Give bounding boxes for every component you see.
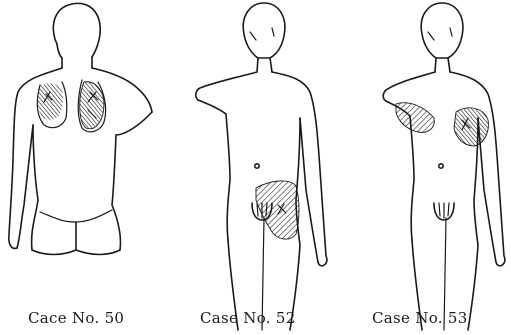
body-back-view — [9, 3, 152, 254]
body-front-view-case-53 — [383, 3, 505, 330]
caption-case-50: Cace No. 50 — [28, 309, 124, 331]
caption-case-52: Case No. 52 — [200, 309, 296, 331]
body-front-view-case-52 — [196, 3, 327, 330]
caption-case-53: Case No. 53 — [372, 309, 468, 331]
